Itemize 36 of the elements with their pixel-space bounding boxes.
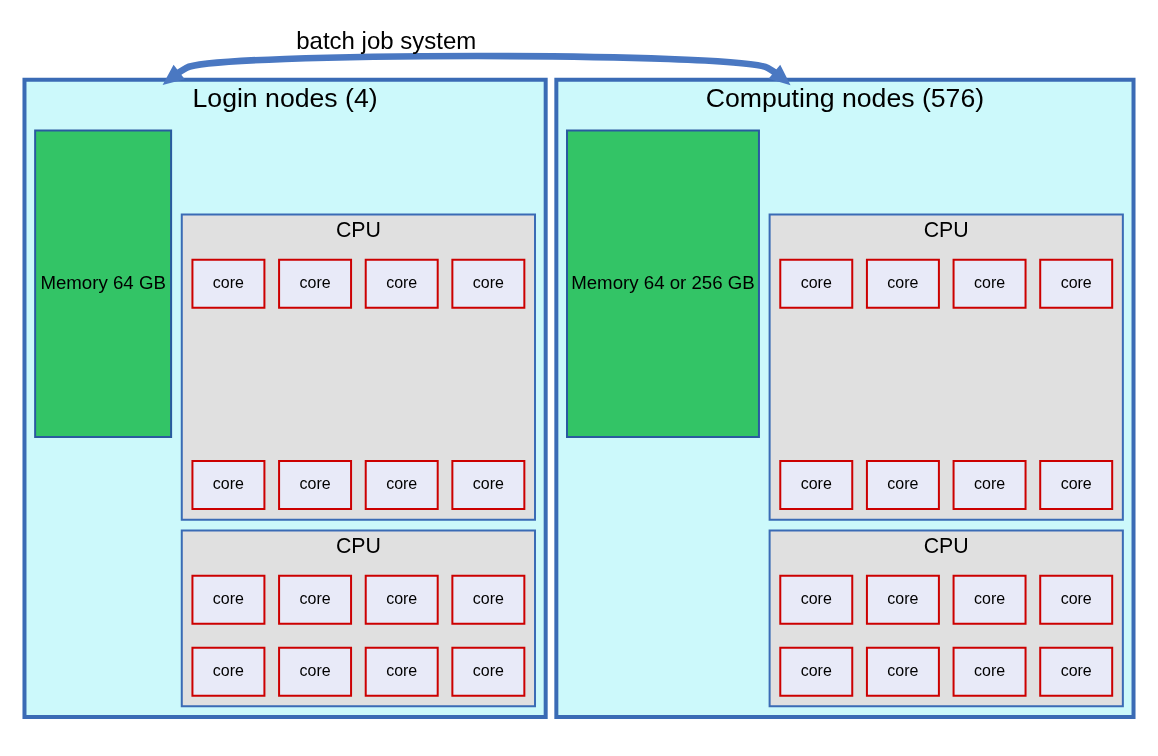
node-box: core bbox=[278, 459, 353, 510]
node-box: core bbox=[865, 574, 940, 625]
node-box: core bbox=[779, 258, 854, 309]
node-box: core bbox=[1039, 646, 1114, 697]
node-box: core bbox=[779, 646, 854, 697]
node-box: core bbox=[278, 646, 353, 697]
node-box: core bbox=[191, 258, 266, 309]
node-box: core bbox=[278, 574, 353, 625]
node-box: core bbox=[1039, 574, 1114, 625]
node-box: Memory 64 GB bbox=[34, 129, 173, 438]
node-box: core bbox=[865, 459, 940, 510]
node-box: core bbox=[1039, 459, 1114, 510]
arrow bbox=[162, 52, 791, 85]
node-box: core bbox=[952, 258, 1027, 309]
node-box: core bbox=[191, 574, 266, 625]
node-box: core bbox=[451, 459, 526, 510]
node-box: Memory 64 or 256 GB bbox=[566, 129, 760, 438]
node-box: core bbox=[952, 646, 1027, 697]
node-box: core bbox=[191, 459, 266, 510]
node-box: core bbox=[779, 459, 854, 510]
node-box: core bbox=[952, 459, 1027, 510]
node-box: core bbox=[278, 258, 353, 309]
node-box: core bbox=[364, 258, 439, 309]
node-box: core bbox=[451, 646, 526, 697]
node-box: core bbox=[364, 646, 439, 697]
edge-label: batch job system bbox=[296, 26, 477, 54]
node-box: core bbox=[364, 574, 439, 625]
node-box: core bbox=[1039, 258, 1114, 309]
node-box: core bbox=[779, 574, 854, 625]
node-box: core bbox=[451, 258, 526, 309]
node-box: core bbox=[952, 574, 1027, 625]
node-box: core bbox=[865, 646, 940, 697]
node-box: core bbox=[191, 646, 266, 697]
node-box: core bbox=[865, 258, 940, 309]
node-box: core bbox=[451, 574, 526, 625]
node-box: core bbox=[364, 459, 439, 510]
